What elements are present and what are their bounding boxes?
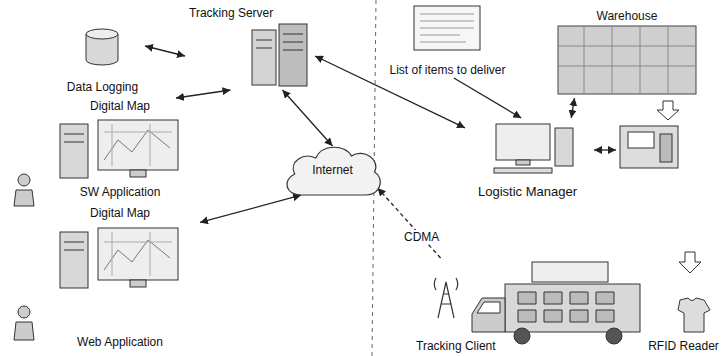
- client-node: Tracking Client: [412, 258, 650, 354]
- device-icon: [620, 126, 678, 168]
- database-node: Data Logging: [60, 25, 145, 95]
- flow-arrow: [679, 252, 701, 273]
- document-node: List of items to deliver: [384, 2, 511, 78]
- connector-arrow: [145, 46, 185, 56]
- truck-icon: [472, 262, 640, 344]
- node-label: Web Application: [77, 335, 163, 349]
- user-figure: [14, 306, 34, 340]
- node-label: SW Application: [80, 185, 161, 199]
- node-label: Data Logging: [67, 80, 138, 94]
- database-icon: [86, 29, 118, 65]
- connector-label: CDMA: [402, 230, 441, 244]
- server-node: Tracking Server: [185, 5, 315, 90]
- computer-icon: [60, 120, 178, 178]
- node-label: RFID Reader: [648, 339, 719, 353]
- server-icon: [252, 24, 307, 86]
- cloud-node: Internet: [280, 140, 385, 200]
- connector-arrow: [454, 78, 521, 118]
- document-icon: [414, 6, 480, 50]
- connector-arrow: [378, 188, 441, 258]
- application-node: Digital MapWeb Application: [40, 205, 200, 350]
- node-label: Internet: [312, 163, 353, 177]
- connector-arrow: [200, 195, 301, 222]
- connector-arrow: [176, 90, 231, 98]
- node-label: List of items to deliver: [389, 63, 505, 77]
- warehouse-picture: [558, 26, 696, 94]
- node-label: Logistic Manager: [478, 185, 577, 199]
- flow-arrow: [657, 101, 679, 120]
- link-arrow: [594, 149, 616, 150]
- warehouse-node: Warehouse: [552, 8, 702, 98]
- application-node: Digital Map SW Application: [40, 98, 200, 200]
- computer-icon: [494, 124, 573, 173]
- node-label: Warehouse: [597, 9, 658, 23]
- node-label: Tracking Client: [416, 339, 496, 353]
- manager-node: Logistic Manager: [465, 118, 590, 200]
- node-heading: Digital Map: [90, 99, 150, 113]
- user-figure: [14, 174, 34, 206]
- antenna-icon: [434, 278, 457, 318]
- cloud-outline: [287, 147, 380, 195]
- computer-icon: [60, 228, 178, 288]
- connector-arrow: [283, 90, 333, 146]
- connector-arrow: [571, 98, 574, 118]
- reader-node: RFID Reader: [643, 292, 724, 354]
- node-heading: Digital Map: [90, 206, 150, 220]
- node-label: Tracking Server: [189, 6, 273, 20]
- tag-item-icon: [678, 298, 710, 332]
